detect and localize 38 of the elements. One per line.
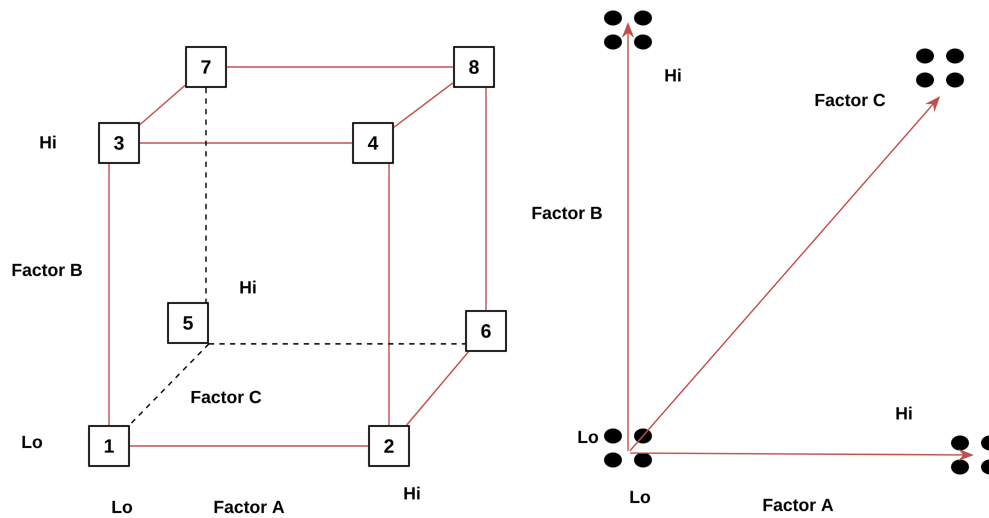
axis-label: Factor C — [816, 94, 886, 106]
cube-edge — [393, 82, 454, 128]
numbered-box: 4 — [352, 122, 394, 164]
axis-label: Factor B — [12, 264, 82, 276]
dashed-line — [208, 343, 466, 345]
cube-edge — [485, 88, 487, 310]
axis-label: Lo — [22, 436, 42, 448]
cube-edge — [140, 142, 352, 144]
axis-label: Factor C — [192, 390, 262, 404]
numbered-box: 1 — [88, 425, 130, 467]
cube-edge — [108, 164, 110, 426]
axis-label: Lo — [630, 490, 650, 504]
axis-label: Factor B — [532, 206, 602, 220]
numbered-box: 3 — [98, 122, 140, 164]
axis-label: Hi — [665, 68, 681, 82]
cube-edge — [130, 445, 368, 447]
cube-edge — [388, 164, 390, 426]
numbered-box: 2 — [368, 425, 410, 467]
dashed-line — [205, 88, 207, 302]
dot-cluster — [604, 428, 652, 468]
numbered-box: 8 — [453, 46, 495, 88]
dashed-line — [128, 343, 210, 426]
axis-label: Hi — [896, 406, 912, 420]
dot-cluster — [604, 10, 652, 50]
numbered-box: 7 — [185, 46, 227, 88]
cube-edge — [226, 66, 454, 68]
axis-label: Lo — [112, 500, 132, 514]
axis-label: Factor A — [764, 498, 834, 512]
dot-cluster — [916, 48, 964, 88]
axis-label: Hi — [404, 486, 420, 500]
dot-cluster — [951, 436, 989, 474]
numbered-box: 5 — [167, 302, 209, 344]
cube-edge — [139, 84, 186, 126]
axis-label: Factor A — [214, 500, 284, 514]
axis-label: Hi — [40, 136, 56, 148]
numbered-box: 6 — [465, 310, 507, 352]
cube-edge — [406, 351, 469, 426]
axis-label: Hi — [240, 280, 256, 294]
